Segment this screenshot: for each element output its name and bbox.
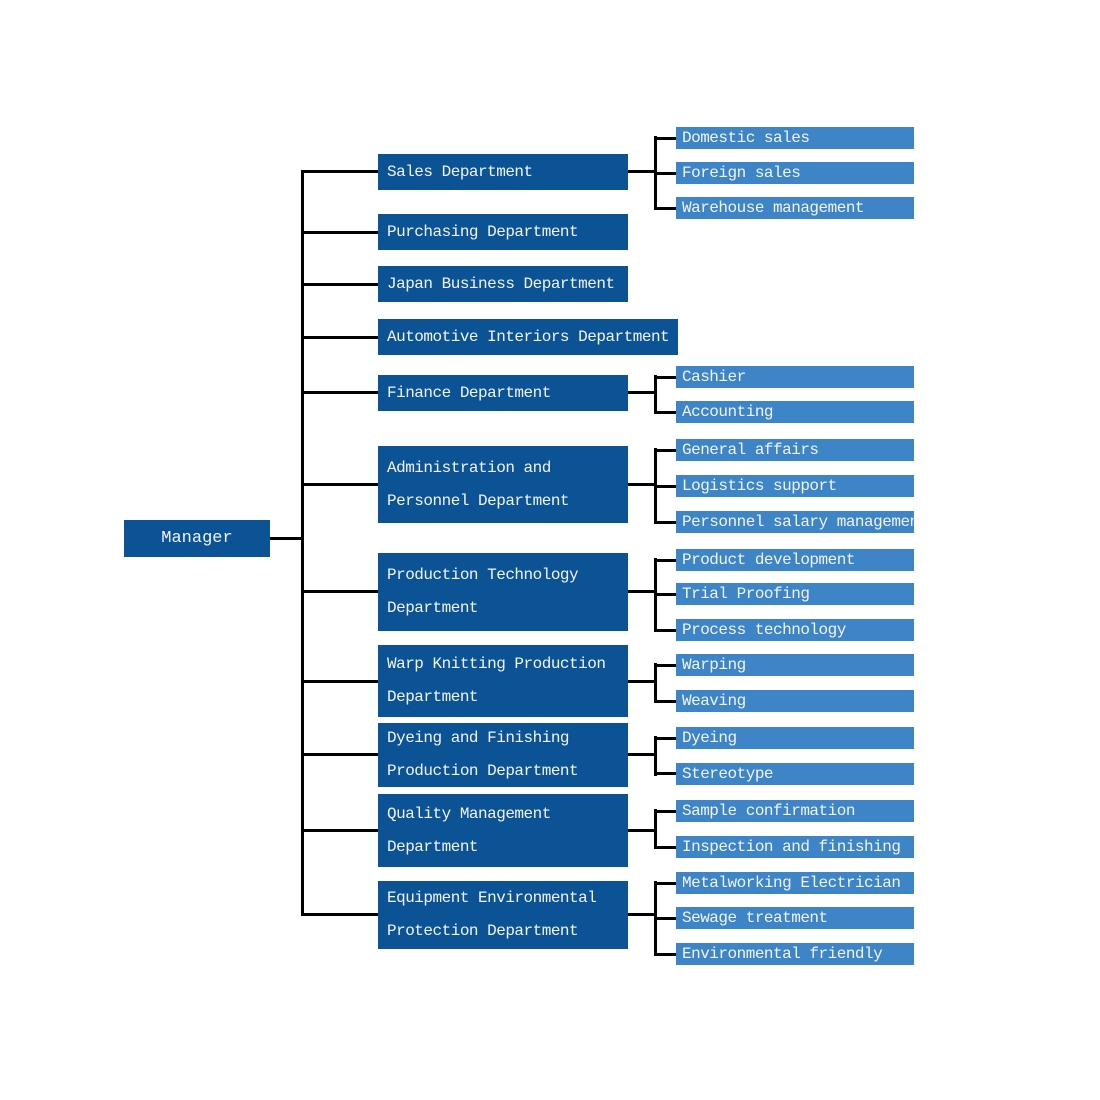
dept-box-equipment-environmental-protection: Equipment Environmental Protection Depar…: [378, 881, 628, 949]
connector-line: [655, 207, 676, 210]
child-box-domestic-sales: Domestic sales: [676, 127, 914, 149]
node-label: Warp Knitting Production: [387, 655, 606, 673]
connector-line: [628, 590, 655, 593]
trunk-line: [301, 170, 304, 916]
child-box-dyeing: Dyeing: [676, 727, 914, 749]
dept-box-warp-knitting-production: Warp Knitting Production Department: [378, 645, 628, 717]
node-label: Finance Department: [387, 383, 551, 402]
connector-line: [655, 172, 676, 175]
connector-line: [628, 170, 655, 173]
children-spine: [654, 736, 657, 776]
connector-line: [655, 521, 676, 524]
child-box-trial-proofing: Trial Proofing: [676, 583, 914, 605]
dept-box-japan-business: Japan Business Department: [378, 266, 628, 302]
connector-line: [301, 680, 378, 683]
connector-line: [655, 449, 676, 452]
dept-box-purchasing: Purchasing Department: [378, 214, 628, 250]
connector-line: [655, 559, 676, 562]
node-label: Protection Department: [387, 922, 579, 940]
connector-line: [301, 753, 378, 756]
child-box-logistics-support: Logistics support: [676, 475, 914, 497]
node-label: Purchasing Department: [387, 222, 579, 241]
children-spine: [654, 375, 657, 414]
node-label: Automotive Interiors Department: [387, 327, 670, 346]
connector-line: [301, 170, 378, 173]
connector-line: [628, 391, 655, 394]
connector-line: [628, 753, 655, 756]
node-label: Equipment Environmental: [387, 889, 597, 907]
children-spine: [654, 809, 657, 849]
connector-line: [655, 700, 676, 703]
connector-line: [301, 231, 378, 234]
connector-line: [270, 537, 303, 540]
child-box-personnel-salary-management: Personnel salary management: [676, 511, 914, 533]
connector-line: [655, 846, 676, 849]
connector-line: [655, 376, 676, 379]
node-label: Personnel Department: [387, 491, 570, 510]
child-box-stereotype: Stereotype: [676, 763, 914, 785]
connector-line: [655, 882, 676, 885]
node-label: Dyeing and Finishing: [387, 729, 570, 747]
child-box-product-development: Product development: [676, 549, 914, 571]
child-box-cashier: Cashier: [676, 366, 914, 388]
child-box-warehouse-management: Warehouse management: [676, 197, 914, 219]
child-box-sample-confirmation: Sample confirmation: [676, 800, 914, 822]
node-label: Production Department: [387, 762, 579, 780]
connector-line: [655, 772, 676, 775]
connector-line: [301, 590, 378, 593]
connector-line: [655, 917, 676, 920]
connector-line: [628, 483, 655, 486]
node-label: Production Technology: [387, 566, 579, 584]
connector-line: [301, 913, 378, 916]
dept-box-administration-personnel: Administration and Personnel Department: [378, 446, 628, 523]
connector-line: [655, 411, 676, 414]
node-label: Quality Management: [387, 804, 551, 823]
node-label: Manager: [161, 529, 233, 548]
connector-line: [655, 953, 676, 956]
dept-box-finance: Finance Department: [378, 375, 628, 411]
node-label: Department: [387, 837, 479, 856]
node-label: Department: [387, 599, 479, 617]
child-box-metalworking-electrician: Metalworking Electrician: [676, 872, 914, 894]
connector-line: [301, 336, 378, 339]
child-box-general-affairs: General affairs: [676, 439, 914, 461]
child-box-environmental-friendly: Environmental friendly: [676, 943, 914, 965]
child-box-foreign-sales: Foreign sales: [676, 162, 914, 184]
dept-box-automotive-interiors: Automotive Interiors Department: [378, 319, 678, 355]
child-box-sewage-treatment: Sewage treatment: [676, 907, 914, 929]
connector-line: [655, 485, 676, 488]
child-box-inspection-and-finishing: Inspection and finishing: [676, 836, 914, 858]
node-label: Administration and: [387, 458, 551, 477]
org-node-manager: Manager: [124, 520, 270, 557]
connector-line: [301, 283, 378, 286]
child-box-warping: Warping: [676, 654, 914, 676]
connector-line: [655, 137, 676, 140]
connector-line: [655, 629, 676, 632]
children-spine: [654, 663, 657, 703]
connector-line: [655, 810, 676, 813]
dept-box-dyeing-finishing-production: Dyeing and Finishing Production Departme…: [378, 723, 628, 787]
node-label: Department: [387, 688, 479, 706]
dept-box-quality-management: Quality Management Department: [378, 794, 628, 867]
connector-line: [655, 737, 676, 740]
node-label: Sales Department: [387, 162, 533, 181]
connector-line: [301, 391, 378, 394]
child-box-process-technology: Process technology: [676, 619, 914, 641]
connector-line: [628, 913, 655, 916]
connector-line: [301, 829, 378, 832]
connector-line: [301, 483, 378, 486]
connector-line: [628, 680, 655, 683]
connector-line: [628, 829, 655, 832]
connector-line: [655, 664, 676, 667]
dept-box-sales: Sales Department: [378, 154, 628, 190]
dept-box-production-technology: Production Technology Department: [378, 553, 628, 631]
child-box-weaving: Weaving: [676, 690, 914, 712]
node-label: Japan Business Department: [387, 274, 615, 293]
connector-line: [655, 593, 676, 596]
child-box-accounting: Accounting: [676, 401, 914, 423]
